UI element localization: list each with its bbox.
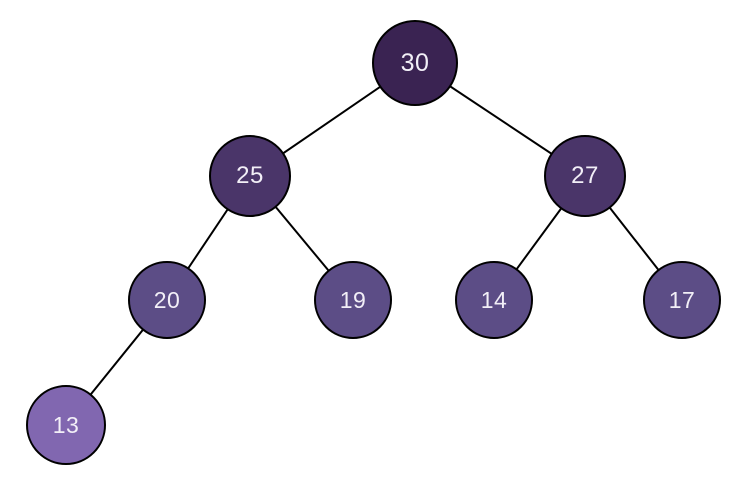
tree-node-20[interactable]: 20: [128, 261, 206, 339]
tree-node-25[interactable]: 25: [209, 135, 291, 217]
tree-node-14[interactable]: 14: [455, 261, 533, 339]
tree-node-30[interactable]: 30: [372, 20, 458, 106]
tree-node-label: 30: [400, 48, 430, 77]
tree-node-label: 20: [153, 286, 181, 313]
tree-node-27[interactable]: 27: [544, 135, 626, 217]
tree-node-label: 17: [668, 286, 696, 313]
tree-node-label: 13: [52, 411, 80, 438]
tree-node-17[interactable]: 17: [643, 261, 721, 339]
tree-node-label: 19: [339, 286, 367, 313]
tree-node-label: 27: [571, 162, 599, 189]
tree-node-13[interactable]: 13: [26, 385, 106, 465]
tree-node-19[interactable]: 19: [314, 261, 392, 339]
tree-node-label: 14: [480, 286, 508, 313]
tree-node-label: 25: [236, 162, 264, 189]
